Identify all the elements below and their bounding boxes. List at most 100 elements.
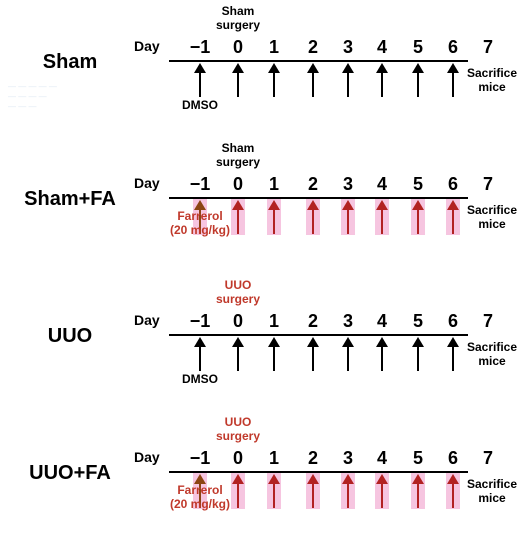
day-number: 7 bbox=[482, 174, 493, 194]
arrow-head bbox=[194, 63, 206, 73]
day-number: 4 bbox=[376, 448, 387, 468]
day-number: 2 bbox=[307, 37, 318, 57]
day-arrow bbox=[408, 473, 428, 509]
arrow-head bbox=[268, 337, 280, 347]
arrow-head bbox=[268, 474, 280, 484]
treatment-label: Farrerol(20 mg/kg) bbox=[170, 209, 231, 237]
up-arrow-icon bbox=[194, 63, 206, 97]
day-arrow bbox=[338, 62, 358, 98]
day-number: 5 bbox=[412, 37, 423, 57]
day-arrow bbox=[190, 62, 210, 98]
up-arrow-icon bbox=[412, 337, 424, 371]
day-arrow bbox=[264, 336, 284, 372]
day-arrow bbox=[264, 473, 284, 509]
day-number: 2 bbox=[307, 174, 318, 194]
arrow-head bbox=[412, 63, 424, 73]
day-arrow bbox=[338, 199, 358, 235]
arrow-head bbox=[268, 200, 280, 210]
panel-title-uuo-fa: UUO+FA bbox=[29, 462, 111, 484]
arrow-head bbox=[307, 63, 319, 73]
arrow-head bbox=[232, 474, 244, 484]
arrow-head bbox=[194, 474, 206, 484]
day-arrow bbox=[264, 62, 284, 98]
day-number: 5 bbox=[412, 448, 423, 468]
up-arrow-icon bbox=[447, 63, 459, 97]
day-number: −1 bbox=[189, 448, 211, 468]
arrow-head bbox=[376, 63, 388, 73]
up-arrow-icon bbox=[411, 473, 425, 509]
day-axis-label: Day bbox=[134, 38, 160, 54]
day-arrow bbox=[190, 336, 210, 372]
day-number: 5 bbox=[412, 174, 423, 194]
day-number: 2 bbox=[307, 448, 318, 468]
day-arrow bbox=[372, 473, 392, 509]
timeline-line bbox=[169, 197, 468, 199]
day-number: 1 bbox=[268, 37, 279, 57]
day-arrow bbox=[303, 336, 323, 372]
arrow-head bbox=[376, 200, 388, 210]
treatment-label: DMSO bbox=[182, 98, 218, 112]
treatment-label: Farrerol(20 mg/kg) bbox=[170, 483, 231, 511]
arrow-head bbox=[194, 337, 206, 347]
arrow-head bbox=[342, 337, 354, 347]
up-arrow-icon bbox=[412, 63, 424, 97]
arrow-head bbox=[447, 200, 459, 210]
up-arrow-icon bbox=[446, 199, 460, 235]
day-arrow bbox=[372, 199, 392, 235]
day-arrow bbox=[372, 62, 392, 98]
arrow-head bbox=[232, 200, 244, 210]
day-number: 6 bbox=[447, 311, 458, 331]
up-arrow-icon bbox=[267, 199, 281, 235]
timeline-line bbox=[169, 334, 468, 336]
panel-title-sham-fa: Sham+FA bbox=[24, 188, 116, 210]
panel-title-uuo: UUO bbox=[47, 325, 93, 347]
up-arrow-icon bbox=[194, 337, 206, 371]
up-arrow-icon bbox=[375, 199, 389, 235]
day-arrow bbox=[303, 199, 323, 235]
day-number: −1 bbox=[189, 37, 211, 57]
day-arrow bbox=[338, 336, 358, 372]
arrow-head bbox=[342, 200, 354, 210]
day-number: 0 bbox=[232, 174, 243, 194]
day-number: 3 bbox=[342, 311, 353, 331]
arrow-head bbox=[307, 200, 319, 210]
up-arrow-icon bbox=[376, 337, 388, 371]
up-arrow-icon bbox=[232, 63, 244, 97]
day-arrow bbox=[408, 199, 428, 235]
day-arrow bbox=[408, 336, 428, 372]
arrow-head bbox=[412, 337, 424, 347]
arrow-head bbox=[232, 63, 244, 73]
day-axis-label: Day bbox=[134, 175, 160, 191]
day-arrow bbox=[338, 473, 358, 509]
day-number: 2 bbox=[307, 311, 318, 331]
day-number: 4 bbox=[376, 174, 387, 194]
day-number: 7 bbox=[482, 448, 493, 468]
arrow-head bbox=[447, 474, 459, 484]
day-number: 4 bbox=[376, 311, 387, 331]
up-arrow-icon bbox=[446, 473, 460, 509]
day-number: 7 bbox=[482, 37, 493, 57]
arrow-head bbox=[447, 337, 459, 347]
arrow-head bbox=[376, 474, 388, 484]
up-arrow-icon bbox=[342, 63, 354, 97]
up-arrow-icon bbox=[231, 199, 245, 235]
arrow-head bbox=[342, 63, 354, 73]
day-arrow bbox=[372, 336, 392, 372]
up-arrow-icon bbox=[341, 473, 355, 509]
timeline-line bbox=[169, 471, 468, 473]
arrow-head bbox=[447, 63, 459, 73]
day-number: 7 bbox=[482, 311, 493, 331]
day-arrow bbox=[303, 62, 323, 98]
day-arrow bbox=[190, 199, 210, 235]
day-arrow bbox=[443, 473, 463, 509]
up-arrow-icon bbox=[411, 199, 425, 235]
day-arrow bbox=[228, 62, 248, 98]
